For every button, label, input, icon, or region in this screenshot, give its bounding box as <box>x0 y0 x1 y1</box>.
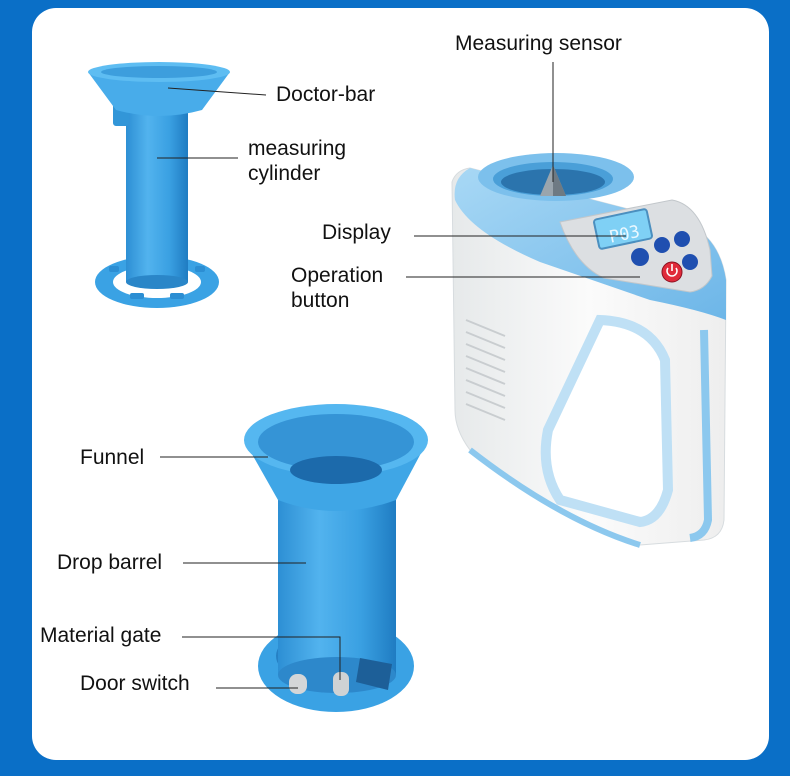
label-measuring-cylinder-2: cylinder <box>248 162 321 185</box>
up-button[interactable] <box>654 237 670 253</box>
label-door-switch: Door switch <box>80 672 190 695</box>
cylinder-tube <box>126 100 188 282</box>
menu-button[interactable] <box>631 248 649 266</box>
label-funnel: Funnel <box>80 446 145 469</box>
device-handle <box>540 314 674 528</box>
label-drop-barrel: Drop barrel <box>57 551 163 574</box>
label-measuring-cylinder-1: measuring <box>248 137 347 160</box>
label-doctor-bar: Doctor-bar <box>276 83 376 106</box>
label-material-gate: Material gate <box>40 624 162 647</box>
leader-doctor-bar <box>167 87 267 96</box>
device-side-label <box>465 319 506 421</box>
door-switch[interactable] <box>289 674 307 694</box>
moisture-meter-image: P03 <box>451 153 727 548</box>
label-measuring-sensor: Measuring sensor <box>455 32 622 55</box>
label-operation-button-1: Operation <box>291 264 384 287</box>
label-operation-button-2: button <box>291 289 350 312</box>
mode-button[interactable] <box>682 254 698 270</box>
leader-material-gate <box>182 636 341 680</box>
lcd-display <box>593 208 653 250</box>
leader-lines <box>157 62 640 689</box>
label-display: Display <box>322 221 391 244</box>
drop-barrel <box>278 485 396 675</box>
measuring-cylinder-image <box>88 62 230 308</box>
material-gate[interactable] <box>333 672 349 696</box>
down-button[interactable] <box>674 231 690 247</box>
power-button[interactable] <box>661 261 683 283</box>
drop-barrel-image <box>244 404 428 712</box>
